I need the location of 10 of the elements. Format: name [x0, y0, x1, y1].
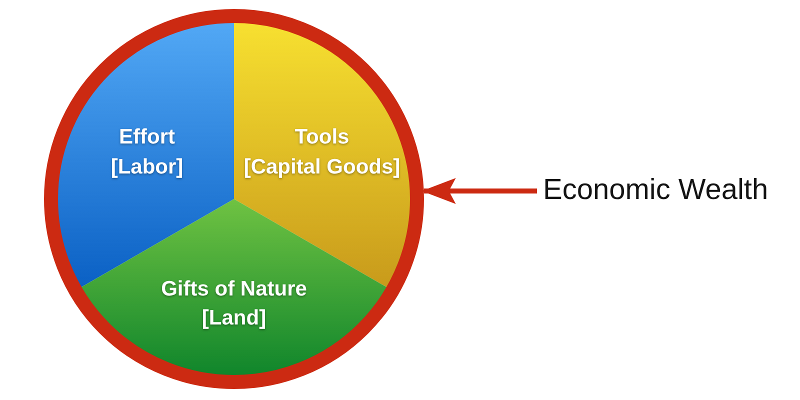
sector-title: Gifts of Nature: [161, 278, 307, 300]
sector-title: Tools: [294, 126, 350, 148]
circle-frame: [44, 9, 424, 389]
sector-title: Effort: [119, 126, 175, 148]
arrow: [422, 178, 537, 204]
sector-subtitle: [Capital Goods]: [244, 156, 400, 178]
sector-subtitle: [Labor]: [110, 156, 184, 178]
sector-subtitle: [Land]: [202, 308, 266, 328]
label-text: Economic Wealth: [537, 175, 768, 207]
pie-sector: [80, 199, 388, 376]
